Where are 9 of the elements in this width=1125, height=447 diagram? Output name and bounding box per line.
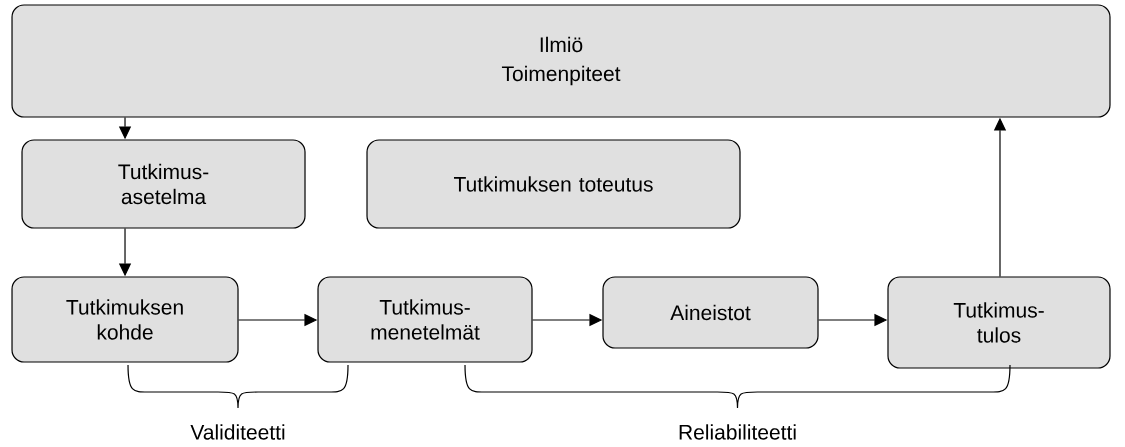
brace-label: Validiteetti [190,424,285,440]
process-box: Tutkimus- tulos [887,276,1111,369]
process-box: Tutkimuksen kohde [11,276,239,363]
process-box: Tutkimus- asetelma [21,139,306,229]
process-box: Aineistot [602,276,819,349]
process-box: Ilmiö Toimenpiteet [11,4,1111,118]
process-box: Tutkimuksen toteutus [366,139,741,229]
process-box: Tutkimus- menetelmät [317,276,533,363]
brace-label: Reliabiliteetti [679,424,796,440]
